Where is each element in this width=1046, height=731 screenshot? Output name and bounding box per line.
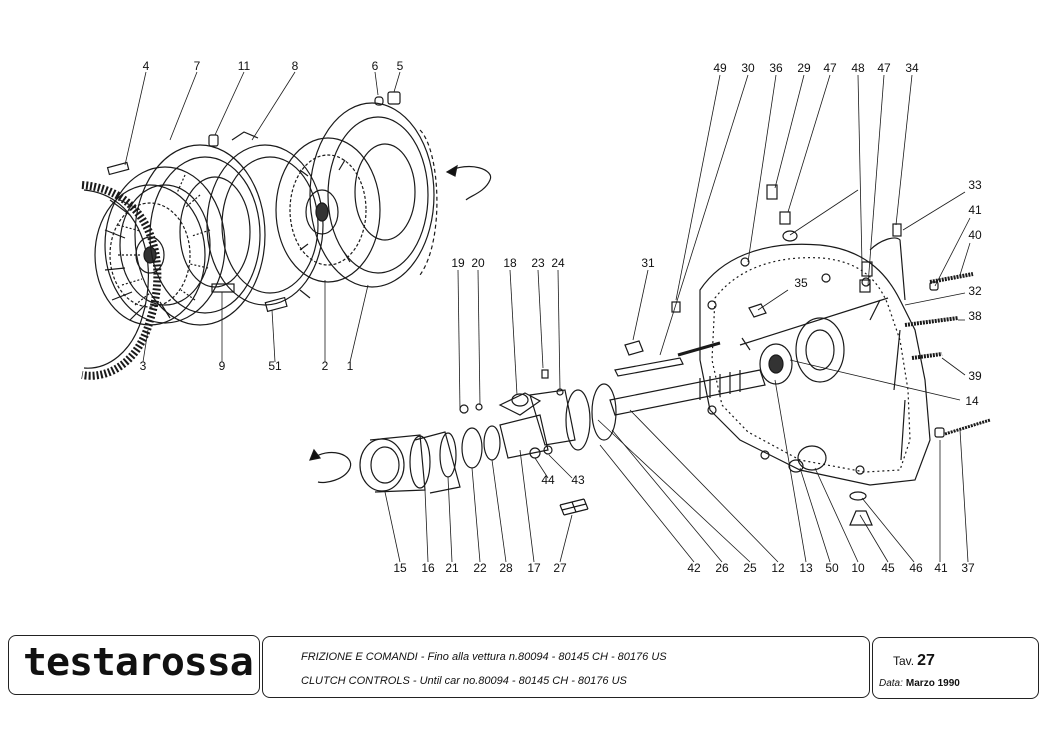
title-italian: FRIZIONE E COMANDI - Fino alla vettura n…: [301, 651, 667, 663]
clutch-disc-facing: [104, 166, 226, 324]
part-label-24: 24: [551, 256, 565, 270]
part-label-18: 18: [503, 256, 517, 270]
part-label-9: 9: [219, 359, 226, 373]
diagram-artwork: [81, 71, 991, 563]
part-label-5: 5: [397, 59, 404, 73]
title-english-rest: - Until car no.80094 - 80145 CH - 80176 …: [409, 675, 627, 687]
date-line: Data:Marzo 1990: [879, 678, 960, 689]
part-label-36: 36: [769, 61, 783, 75]
intermediate-plate: [206, 131, 324, 306]
clutch-housing: [699, 243, 931, 486]
part-label-16: 16: [421, 561, 435, 575]
rotation-arrow: [309, 451, 352, 484]
title-italian-rest: - Fino alla vettura n.80094 - 80145 CH -…: [417, 651, 667, 663]
part-label-15: 15: [393, 561, 407, 575]
title-english: CLUTCH CONTROLS - Until car no.80094 - 8…: [301, 675, 627, 687]
part-label-25: 25: [743, 561, 757, 575]
part-label-40: 40: [968, 228, 982, 242]
part-label-42: 42: [687, 561, 701, 575]
driven-disc: [275, 137, 381, 283]
part-label-38: 38: [968, 309, 982, 323]
part-label-10: 10: [851, 561, 865, 575]
part-label-2: 2: [322, 359, 329, 373]
release-bearing-assembly: [359, 369, 617, 516]
part-label-43: 43: [571, 473, 585, 487]
part-label-19: 19: [451, 256, 465, 270]
part-label-7: 7: [194, 59, 201, 73]
part-label-17: 17: [527, 561, 541, 575]
part-label-35: 35: [794, 276, 808, 290]
part-label-12: 12: [771, 561, 785, 575]
part-label-45: 45: [881, 561, 895, 575]
title-english-bold: CLUTCH CONTROLS: [301, 675, 410, 687]
part-label-27: 27: [553, 561, 567, 575]
logo-panel: testarossa: [8, 635, 260, 695]
input-shaft: [609, 357, 766, 416]
table-number: Tav.27: [893, 652, 935, 670]
date-value: Marzo 1990: [905, 678, 960, 689]
part-label-32: 32: [968, 284, 982, 298]
part-label-8: 8: [292, 59, 299, 73]
part-label-23: 23: [531, 256, 545, 270]
part-label-49: 49: [713, 61, 727, 75]
part-label-51: 51: [268, 359, 282, 373]
part-label-33: 33: [968, 178, 982, 192]
tav-number: 27: [917, 652, 935, 669]
part-label-28: 28: [499, 561, 513, 575]
part-label-44: 44: [541, 473, 555, 487]
part-label-34: 34: [905, 61, 919, 75]
part-label-6: 6: [372, 59, 379, 73]
part-label-22: 22: [473, 561, 487, 575]
part-label-14: 14: [965, 394, 979, 408]
part-label-13: 13: [799, 561, 813, 575]
part-label-26: 26: [715, 561, 729, 575]
leader-lines: [124, 71, 971, 563]
part-label-37: 37: [961, 561, 975, 575]
part-label-48: 48: [851, 61, 865, 75]
rotation-arrow: [446, 165, 492, 201]
pressure-plate: [134, 144, 266, 326]
title-italian-bold: FRIZIONE E COMANDI: [301, 651, 418, 663]
tav-label: Tav.: [893, 654, 915, 668]
testarossa-logo: testarossa: [23, 640, 254, 684]
part-label-1: 1: [347, 359, 354, 373]
part-label-20: 20: [471, 256, 485, 270]
flywheel: [81, 181, 206, 380]
part-label-21: 21: [445, 561, 459, 575]
part-label-4: 4: [143, 59, 150, 73]
part-label-47: 47: [823, 61, 837, 75]
part-label-29: 29: [797, 61, 811, 75]
part-label-11: 11: [238, 59, 251, 73]
part-label-47: 47: [877, 61, 891, 75]
part-label-41: 41: [968, 203, 982, 217]
clutch-cover: [309, 102, 438, 288]
part-label-3: 3: [140, 359, 147, 373]
part-label-46: 46: [909, 561, 923, 575]
part-label-30: 30: [741, 61, 755, 75]
table-number-panel: Tav.27 Data:Marzo 1990: [872, 637, 1039, 699]
part-label-41: 41: [934, 561, 948, 575]
part-label-50: 50: [825, 561, 839, 575]
part-label-31: 31: [641, 256, 655, 270]
date-label: Data:: [879, 678, 903, 689]
part-label-39: 39: [968, 369, 982, 383]
title-panel: FRIZIONE E COMANDI - Fino alla vettura n…: [262, 636, 870, 698]
